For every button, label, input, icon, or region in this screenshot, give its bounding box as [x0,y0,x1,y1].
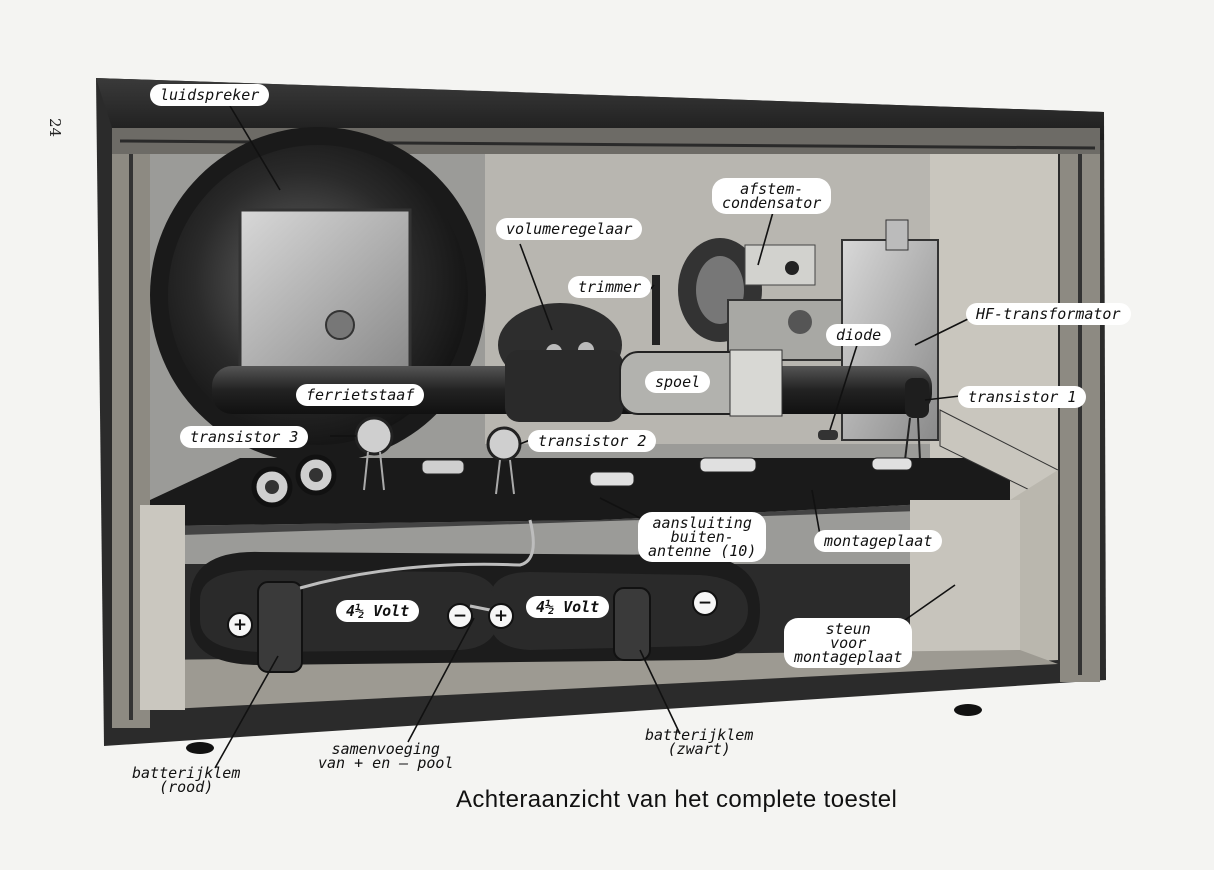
label-battery-right: 4½ Volt [526,596,610,618]
diode [818,430,838,440]
label-diode: diode [826,324,892,346]
figure-caption: Achteraanzicht van het complete toestel [456,786,898,813]
label-batterijklem-rood: batterijklem(rood) [132,764,241,796]
label-afstemcondensator: afstem-condensator [712,178,832,214]
transistor-2 [486,426,522,462]
label-luidspreker: luidspreker [150,84,270,106]
label-spoel: spoel [645,371,711,393]
label-transistor-2: transistor 2 [528,430,657,452]
minus-symbol: − [447,603,473,629]
plus-symbol: + [488,603,514,629]
trimmer [652,275,660,345]
label-batterijklem-zwart: batterijklem(zwart) [645,726,754,758]
plus-symbol: + [227,612,253,638]
label-montageplaat: montageplaat [814,530,943,552]
label-transistor-1: transistor 1 [958,386,1087,408]
label-hf-transformator: HF-transformator [966,303,1131,325]
speaker-magnet [238,208,412,372]
battery-clip-red [257,581,303,673]
label-battery-left: 4½ Volt [336,600,420,622]
label-ferrietstaaf: ferrietstaaf [296,384,425,406]
minus-symbol: − [692,590,718,616]
label-trimmer: trimmer [568,276,652,298]
label-volumeregelaar: volumeregelaar [496,218,643,240]
battery-clip-black [613,587,651,661]
transistor-3 [354,416,394,456]
transistor-1 [905,378,929,418]
page-number: 24 [46,118,64,138]
label-transistor-3: transistor 3 [180,426,309,448]
